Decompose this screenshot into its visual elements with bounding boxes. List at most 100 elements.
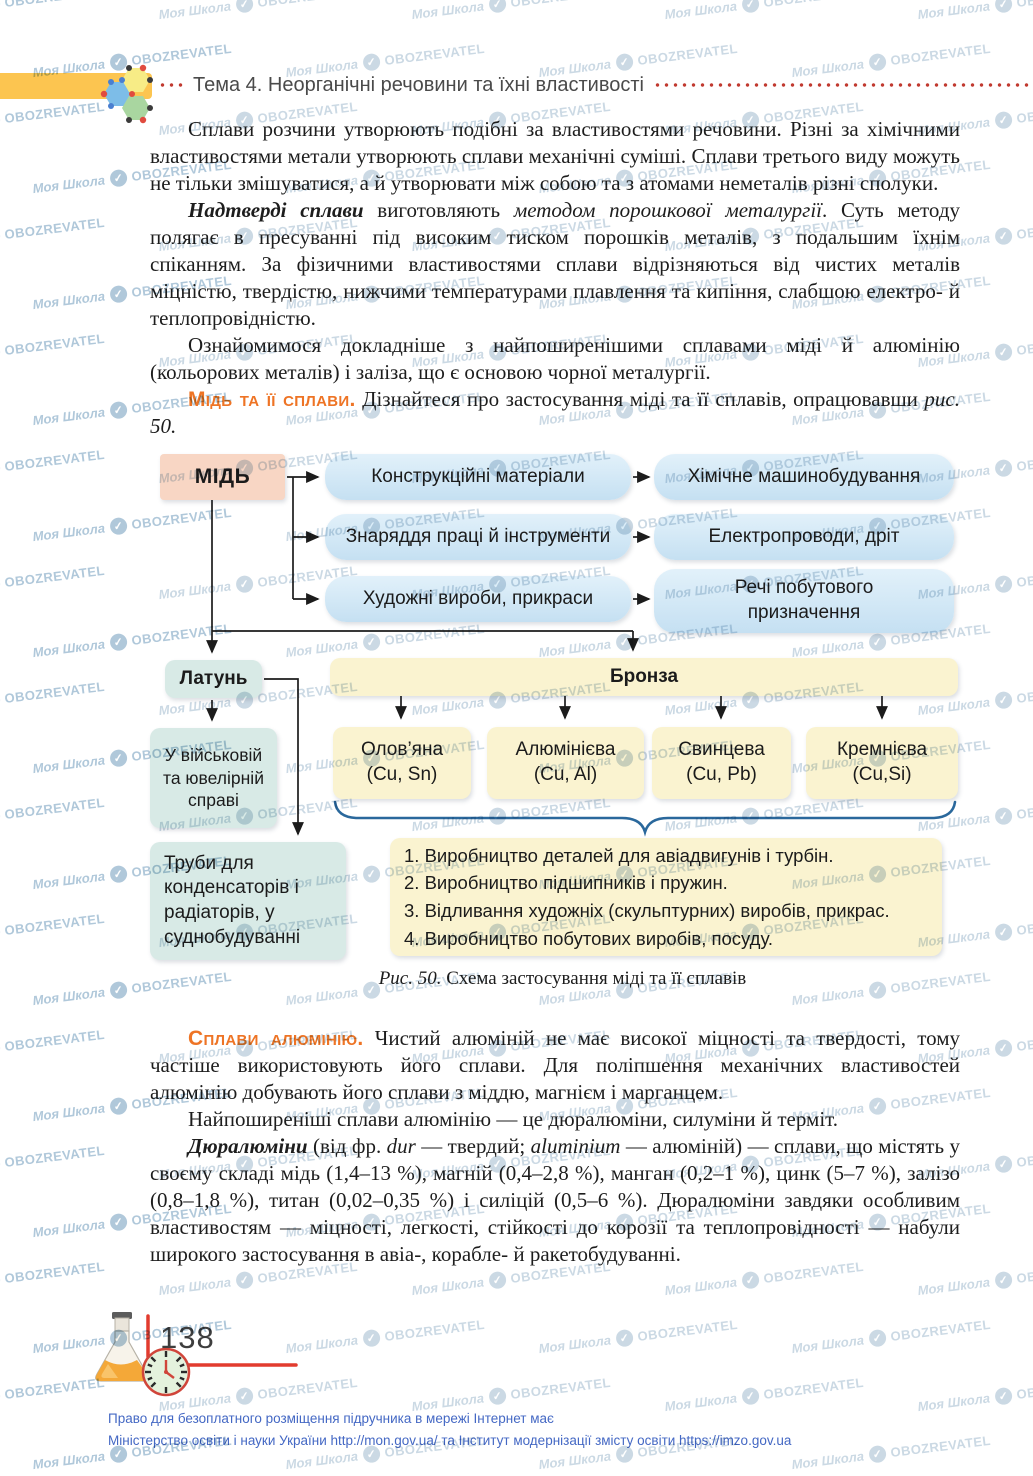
diagram-node-copper: МІДЬ: [160, 454, 285, 500]
obozrevatel-logo-icon: ✓: [614, 52, 634, 72]
term-superhard-alloys: Надтверді сплави: [188, 198, 364, 222]
text-segment: Дізнайтеся про застосування міді та її с…: [355, 387, 925, 411]
watermark: Моя Школа✓OBOZREVATEL: [0, 330, 106, 371]
obozrevatel-logo-icon: ✓: [993, 922, 1013, 942]
watermark: Моя Школа✓OBOZREVATEL: [664, 0, 865, 23]
node-label: Свинцева: [678, 739, 765, 761]
node-label: Конструкційні матеріали: [371, 465, 585, 487]
paragraph-common-aluminum-alloys: Найпоширеніші сплави алюмінію — це дюрал…: [150, 1106, 960, 1133]
figure-caption-text: Схема застосування міді та її сплавів: [446, 968, 747, 989]
clock-icon: [141, 1347, 191, 1397]
obozrevatel-logo-icon: ✓: [108, 284, 128, 304]
watermark: Моя Школа✓OBOZREVATEL: [0, 1258, 106, 1299]
obozrevatel-logo-icon: ✓: [0, 574, 1, 594]
bronze-use-item: 4. Виробництво побутових виробів, посуду…: [404, 927, 774, 949]
diagram-node-art-items: Художні вироби, прикраси: [325, 576, 631, 622]
obozrevatel-logo-icon: ✓: [108, 400, 128, 420]
obozrevatel-logo-icon: ✓: [993, 0, 1013, 14]
footer-line-2: Міністерство освіти і науки України http…: [108, 1433, 792, 1449]
text-segment: (від фр.: [307, 1134, 387, 1158]
obozrevatel-logo-icon: ✓: [0, 1038, 1, 1058]
node-formula: (Cu, Pb): [686, 764, 757, 785]
diagram-node-brass: Латунь: [165, 660, 262, 698]
obozrevatel-logo-icon: ✓: [740, 1386, 760, 1406]
text-segment: Сплави розчини утворюють подібні за влас…: [150, 117, 960, 195]
diagram-node-aluminium-bronze: Алюмінієва(Cu, Al): [487, 727, 644, 799]
node-label: Речі побутового призначення: [734, 577, 874, 623]
obozrevatel-logo-icon: ✓: [0, 922, 1, 942]
obozrevatel-logo-icon: ✓: [993, 458, 1013, 478]
text-segment: Ознайомимося докладніше з найпоширенішим…: [150, 333, 960, 384]
obozrevatel-logo-icon: ✓: [867, 1328, 887, 1348]
obozrevatel-logo-icon: ✓: [108, 1212, 128, 1232]
section-heading-copper: Мідь та її сплави.: [188, 388, 356, 411]
page-content: Сплави розчини утворюють подібні за влас…: [150, 116, 960, 1268]
header-lead-dots: [158, 83, 184, 87]
diagram-node-bronze-uses: 1. Виробництво деталей для авіадвигунів …: [390, 838, 942, 956]
obozrevatel-logo-icon: ✓: [993, 690, 1013, 710]
obozrevatel-logo-icon: ✓: [993, 806, 1013, 826]
obozrevatel-logo-icon: ✓: [487, 1386, 507, 1406]
obozrevatel-logo-icon: ✓: [993, 1270, 1013, 1290]
obozrevatel-logo-icon: ✓: [740, 0, 760, 14]
obozrevatel-logo-icon: ✓: [234, 1270, 254, 1290]
node-label: У військовій та ювелірній справі: [163, 744, 264, 811]
watermark: Моя Школа✓OBOZREVATEL: [537, 1316, 739, 1357]
term-aluminium-latin: aluminium: [530, 1134, 621, 1158]
watermark: Моя Школа✓OBOZREVATEL: [0, 214, 106, 255]
obozrevatel-logo-icon: ✓: [108, 632, 128, 652]
watermark: Моя Школа✓OBOZREVATEL: [411, 0, 612, 23]
obozrevatel-logo-icon: ✓: [993, 342, 1013, 362]
flask-icon: [95, 1312, 149, 1382]
topic-title: Тема 4. Неорганічні речовини та їхні вла…: [193, 73, 644, 96]
obozrevatel-logo-icon: ✓: [993, 574, 1013, 594]
obozrevatel-logo-icon: ✓: [487, 0, 507, 14]
paragraph-copper-section: Мідь та її сплави. Дізнайтеся про застос…: [150, 386, 960, 440]
obozrevatel-logo-icon: ✓: [0, 806, 1, 826]
obozrevatel-logo-icon: ✓: [108, 1096, 128, 1116]
node-formula: (Cu, Al): [533, 764, 598, 785]
obozrevatel-logo-icon: ✓: [0, 458, 1, 478]
node-label: МІДЬ: [194, 465, 251, 489]
section-heading-aluminum: Сплави алюмінію.: [188, 1027, 364, 1050]
watermark: Моя Школа✓OBOZREVATEL: [0, 562, 106, 603]
header-dot-leader: [652, 83, 1033, 87]
obozrevatel-logo-icon: ✓: [487, 1270, 507, 1290]
diagram-node-wires: Електропроводи, дріт: [654, 514, 954, 560]
text-segment: Чистий алюміній не має високої міцності …: [150, 1026, 961, 1104]
paragraph-overview: Ознайомимося докладніше з найпоширенішим…: [150, 332, 960, 386]
paragraph-duralumin: Дюралюміни (від фр. dur — твердий; alumi…: [150, 1133, 960, 1268]
obozrevatel-logo-icon: ✓: [993, 1154, 1013, 1174]
figure-reference: рис. 50.: [150, 387, 960, 438]
text-segment: . Суть методу полягає в пресуванні під в…: [150, 198, 961, 330]
figure-caption: Рис. 50. Схема застосування міді та її с…: [140, 968, 985, 990]
obozrevatel-logo-icon: ✓: [740, 1270, 760, 1290]
diagram-node-bronze: Бронза: [330, 658, 958, 696]
diagram-node-structural-materials: Конструкційні матеріали: [325, 454, 631, 500]
node-label: Художні вироби, прикраси: [362, 587, 594, 609]
text-segment: Найпоширеніші сплави алюмінію — це дюрал…: [188, 1107, 838, 1131]
term-duralumin: Дюралюміни: [188, 1134, 308, 1158]
diagram-node-brass-tubes-use: Труби для конденсаторів і радіаторів, у …: [150, 842, 346, 960]
paragraph-alloy-solutions: Сплави розчини утворюють подібні за влас…: [150, 116, 960, 197]
obozrevatel-logo-icon: ✓: [361, 52, 381, 72]
page-number-block: 138: [88, 1308, 318, 1408]
text-segment: — алюміній) — сплави, що містять у своєм…: [150, 1134, 960, 1266]
term-dur: dur: [386, 1134, 416, 1158]
watermark: Моя Школа✓OBOZREVATEL: [0, 1142, 106, 1183]
molecule-icon: [100, 64, 153, 124]
node-label: Хімічне машинобудування: [687, 465, 921, 487]
diagram-node-household-items: Речі побутового призначення: [654, 569, 954, 633]
obozrevatel-logo-icon: ✓: [0, 110, 1, 130]
obozrevatel-logo-icon: ✓: [361, 1328, 381, 1348]
watermark: Моя Школа✓OBOZREVATEL: [158, 0, 359, 23]
node-formula: (Cu, Sn): [366, 764, 438, 785]
node-label: Електропроводи, дріт: [708, 525, 900, 547]
text-segment: виготовляють: [363, 198, 514, 222]
obozrevatel-logo-icon: ✓: [0, 0, 1, 14]
node-label: Бронза: [609, 665, 679, 687]
obozrevatel-logo-icon: ✓: [108, 168, 128, 188]
page-number: 138: [160, 1320, 215, 1355]
obozrevatel-logo-icon: ✓: [0, 690, 1, 710]
paragraph-superhard-alloys: Надтверді сплави виготовляють методом по…: [150, 197, 960, 332]
